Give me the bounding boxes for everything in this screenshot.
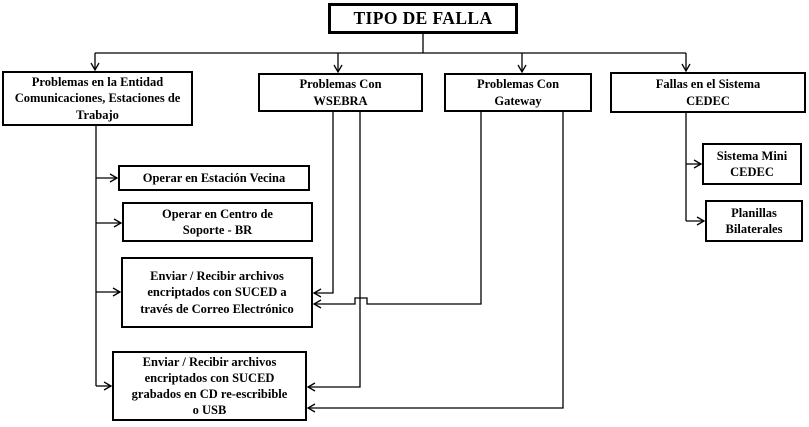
node-planillas-bilaterales-label: Planillas Bilaterales xyxy=(725,205,783,236)
node-problemas-wsebra: Problemas Con WSEBRA xyxy=(258,73,423,112)
node-soporte-br-label: Operar en Centro de Soporte - BR xyxy=(162,206,273,237)
node-problemas-wsebra-label: Problemas Con WSEBRA xyxy=(299,77,382,108)
node-problemas-entidad: Problemas en la Entidad Comunicaciones, … xyxy=(2,71,193,126)
node-sistema-mini-cedec: Sistema Mini CEDEC xyxy=(702,143,802,185)
node-problemas-entidad-label: Problemas en la Entidad Comunicaciones, … xyxy=(14,75,181,122)
node-sistema-mini-cedec-label: Sistema Mini CEDEC xyxy=(716,148,788,179)
node-planillas-bilaterales: Planillas Bilaterales xyxy=(705,200,803,242)
node-tipo-de-falla: TIPO DE FALLA xyxy=(328,3,518,34)
node-fallas-cedec: Fallas en el Sistema CEDEC xyxy=(610,72,806,113)
node-cd-usb: Enviar / Recibir archivos encriptados co… xyxy=(112,351,307,421)
edge-wsebra-correo xyxy=(312,112,334,298)
node-correo-electronico-label: Enviar / Recibir archivos encriptados co… xyxy=(140,269,294,316)
node-fallas-cedec-label: Fallas en el Sistema CEDEC xyxy=(655,77,761,108)
node-problemas-gateway: Problemas Con Gateway xyxy=(444,73,592,112)
edge-gateway-cdusb xyxy=(306,112,564,413)
edge-gateway-correo xyxy=(312,112,482,309)
node-soporte-br: Operar en Centro de Soporte - BR xyxy=(122,202,313,242)
node-tipo-de-falla-label: TIPO DE FALLA xyxy=(353,8,493,29)
edge-wsebra-cdusb xyxy=(306,112,361,392)
node-cd-usb-label: Enviar / Recibir archivos encriptados co… xyxy=(131,354,288,418)
node-estacion-vecina-label: Operar en Estación Vecina xyxy=(142,170,286,185)
node-correo-electronico: Enviar / Recibir archivos encriptados co… xyxy=(121,257,313,328)
node-problemas-gateway-label: Problemas Con Gateway xyxy=(476,77,560,108)
node-estacion-vecina: Operar en Estación Vecina xyxy=(118,165,310,191)
